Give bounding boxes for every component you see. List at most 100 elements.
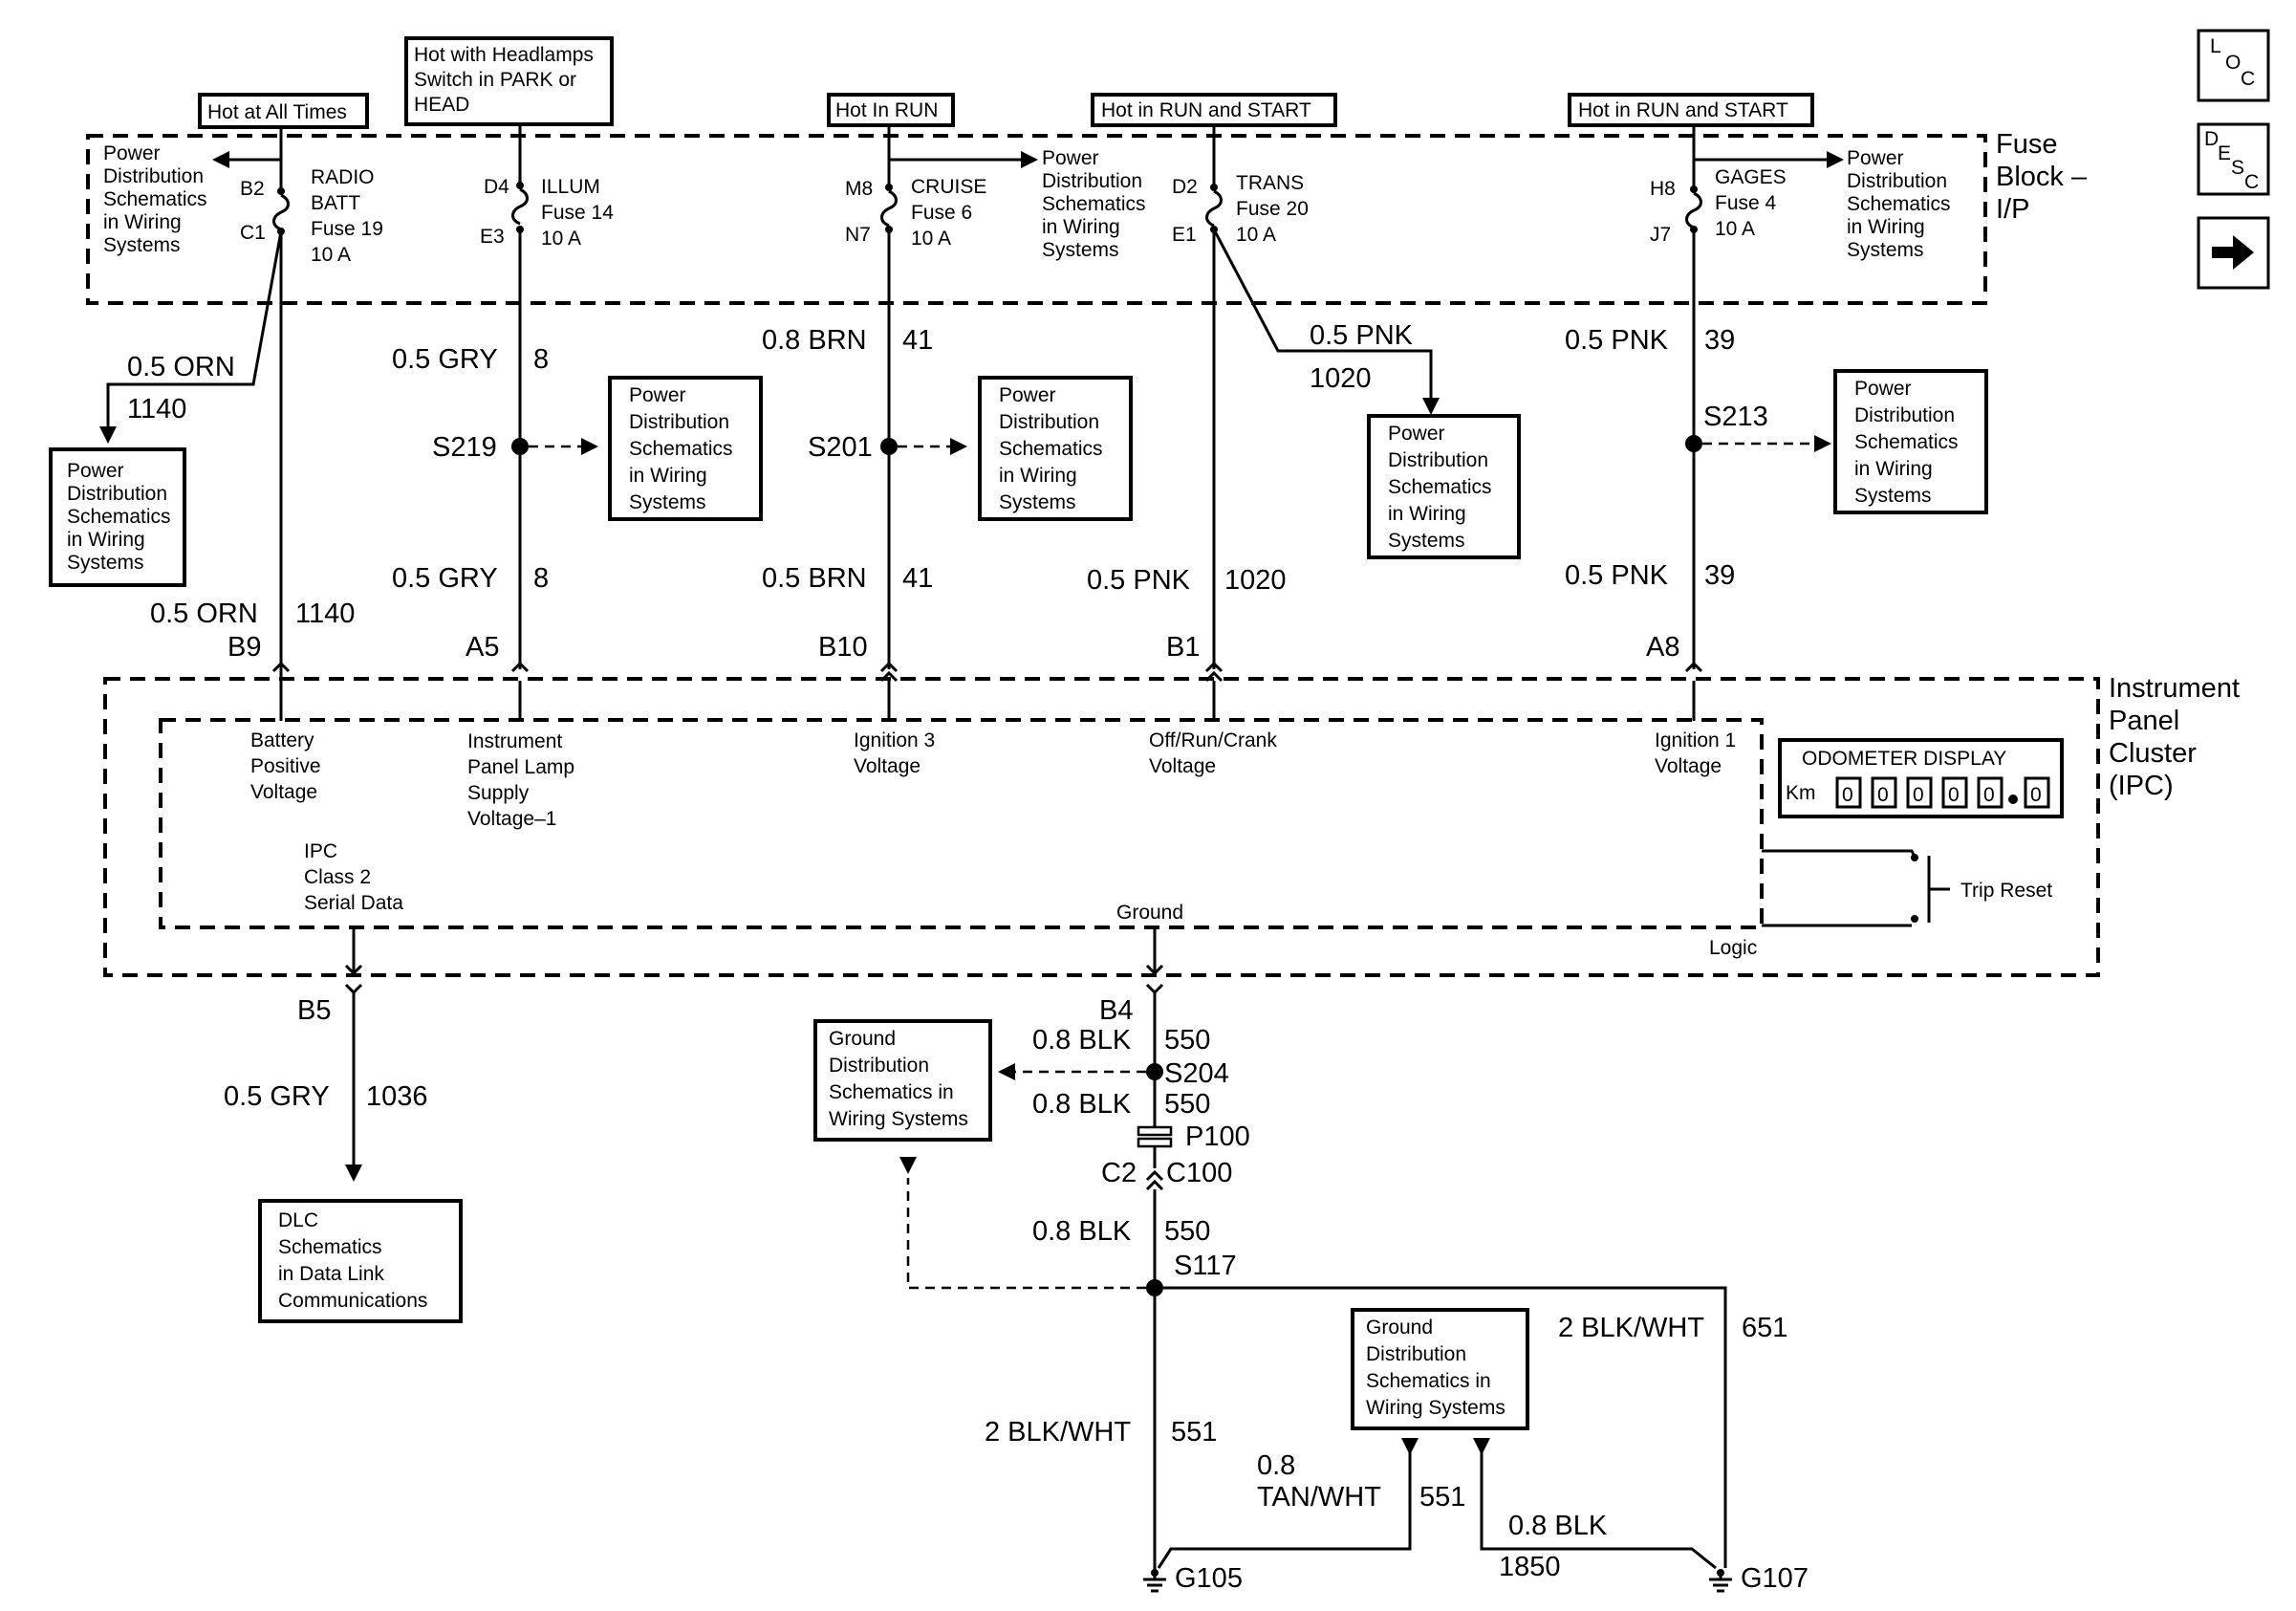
svg-text:Ground: Ground [1366,1317,1433,1339]
svg-text:Switch in PARK or: Switch in PARK or [414,69,576,91]
splice-s204-dot [1146,1063,1163,1080]
svg-text:in Wiring: in Wiring [999,465,1077,487]
svg-text:BATT: BATT [311,192,360,214]
svg-text:2 BLK/WHT: 2 BLK/WHT [985,1417,1131,1448]
svg-text:in Wiring: in Wiring [1388,503,1466,525]
svg-text:in Wiring: in Wiring [1847,216,1925,238]
circuit-8: 0.5 GRY 8 S219 0.5 GRY 8 A5 [392,229,598,673]
svg-text:Schematics: Schematics [1388,476,1492,498]
svg-text:Systems: Systems [1388,530,1465,552]
ground-icon [1143,1573,1166,1593]
svg-text:550: 550 [1164,1216,1210,1247]
svg-text:B5: B5 [297,995,331,1026]
svg-text:Instrument: Instrument [467,730,562,752]
svg-text:D4: D4 [484,176,509,198]
svg-text:39: 39 [1704,560,1735,591]
svg-text:Fuse 19: Fuse 19 [311,218,383,240]
odometer-digit-box [1835,776,1862,809]
svg-text:Voltage: Voltage [250,781,317,803]
ipc-inner-outline [159,718,1764,929]
svg-text:41: 41 [902,563,933,594]
svg-text:2 BLK/WHT: 2 BLK/WHT [1558,1313,1704,1343]
circuit-550: B4 0.8 BLK 550 S204 0.8 BLK 550 P100 C2 … [899,929,1727,1578]
svg-text:Distribution: Distribution [1366,1343,1466,1365]
svg-text:Power: Power [67,460,124,482]
odometer-digit-box [1977,776,2004,809]
svg-text:Schematics: Schematics [629,438,733,460]
svg-text:TAN/WHT: TAN/WHT [1257,1482,1381,1513]
circuit-551-651: 2 BLK/WHT 551 2 BLK/WHT 651 0.8 TAN/WHT … [985,1313,1787,1582]
hot-label-run: Hot In RUN [827,93,955,127]
svg-text:Fuse 20: Fuse 20 [1236,198,1309,220]
svg-text:in Wiring: in Wiring [1854,458,1933,480]
svg-text:Wiring Systems: Wiring Systems [829,1108,968,1130]
svg-text:1850: 1850 [1499,1552,1561,1582]
svg-text:Power: Power [1854,378,1912,400]
svg-text:Voltage–1: Voltage–1 [467,808,556,830]
odometer-tenths-digit: 0 [2030,784,2042,806]
svg-text:0.5 PNK: 0.5 PNK [1565,560,1669,591]
ref-box-pd-gages-top: Power Distribution Schematics in Wiring … [1847,147,1951,261]
odometer-digit: 0 [1877,784,1889,806]
svg-text:0.5 ORN: 0.5 ORN [127,352,235,382]
svg-text:Schematics: Schematics [1854,431,1959,453]
svg-text:Power: Power [103,142,161,164]
svg-text:0.5 GRY: 0.5 GRY [392,344,498,375]
ipc-input-ignition-3: Ignition 3 Voltage [854,729,935,777]
odometer-digit: 0 [1842,784,1853,806]
svg-text:0.8 BLK: 0.8 BLK [1508,1511,1608,1541]
svg-text:Schematics: Schematics [67,506,171,528]
odometer-digit: 0 [1948,784,1960,806]
svg-text:550: 550 [1164,1025,1210,1056]
svg-text:Schematics: Schematics [1042,193,1146,215]
ipc-input-ignition-1: Ignition 1 Voltage [1655,729,1736,777]
svg-text:Block –: Block – [1996,162,2088,192]
svg-text:in Data Link: in Data Link [278,1263,384,1285]
desc-button[interactable]: D E S C [2197,122,2270,196]
svg-text:E3: E3 [480,226,505,248]
splice-s117-dot [1146,1279,1163,1296]
fuse-trans: D2 E1 TRANS Fuse 20 10 A [1172,125,1309,246]
circuit-1020: 0.5 PNK 1020 0.5 PNK 1020 B1 [1087,229,1440,683]
svg-text:in Wiring: in Wiring [103,211,182,233]
svg-text:Distribution: Distribution [1847,170,1947,192]
svg-text:Hot with Headlamps: Hot with Headlamps [414,44,594,66]
svg-text:Systems: Systems [67,552,144,574]
hot-label-headlamps: Hot with Headlamps Switch in PARK or HEA… [404,36,614,126]
svg-text:41: 41 [902,325,933,356]
svg-text:C100: C100 [1166,1158,1232,1188]
svg-text:in Wiring: in Wiring [1042,216,1120,238]
odometer-decimal-point [2008,795,2018,804]
svg-text:0.5 PNK: 0.5 PNK [1087,565,1191,596]
svg-text:S219: S219 [432,432,497,463]
svg-text:Battery: Battery [250,729,314,751]
svg-text:C: C [2241,68,2255,90]
svg-text:551: 551 [1171,1417,1217,1448]
svg-text:Distribution: Distribution [1388,449,1488,471]
odometer-digit-box [1906,776,1933,809]
svg-text:Systems: Systems [103,234,181,256]
svg-text:1020: 1020 [1224,565,1287,596]
ref-box-pd-s201: Power Distribution Schematics in Wiring … [978,376,1133,521]
svg-text:IPC: IPC [304,840,337,862]
next-page-button[interactable] [2197,216,2270,290]
loc-button[interactable]: L O C [2197,29,2270,102]
svg-text:Ground: Ground [829,1028,896,1050]
svg-text:C1: C1 [240,222,266,244]
splice-s213-dot [1685,435,1702,452]
odometer-tenths-box [2024,776,2050,809]
trip-reset-switch[interactable]: Trip Reset [1762,849,2052,927]
svg-text:Voltage: Voltage [1149,755,1216,777]
fuse-gages: H8 J7 GAGES Fuse 4 10 A [1650,127,1844,246]
svg-text:Schematics in: Schematics in [1366,1370,1491,1392]
svg-text:651: 651 [1742,1313,1787,1343]
svg-text:J7: J7 [1650,224,1671,246]
svg-text:Panel: Panel [2109,706,2179,736]
svg-text:Power: Power [629,384,686,406]
svg-text:C2: C2 [1101,1158,1137,1188]
svg-text:B9: B9 [227,632,261,663]
svg-text:D2: D2 [1172,176,1198,198]
svg-text:10 A: 10 A [911,228,951,250]
svg-text:1036: 1036 [366,1081,428,1112]
